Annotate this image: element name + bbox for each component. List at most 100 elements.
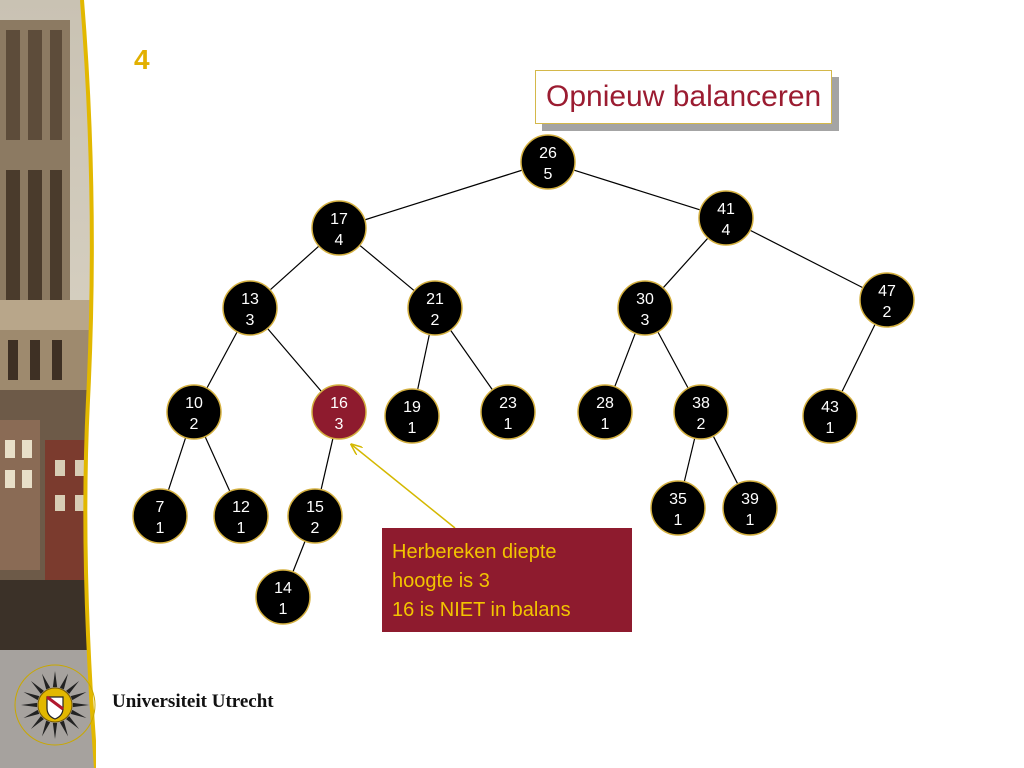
node-circle xyxy=(166,384,222,440)
node-key: 38 xyxy=(692,395,710,412)
node-key: 39 xyxy=(741,491,759,508)
tree-edge xyxy=(417,334,430,390)
tree-edge xyxy=(749,229,864,289)
node-circle xyxy=(407,280,463,336)
tree-edge xyxy=(841,323,876,393)
node-key: 21 xyxy=(426,291,444,308)
dom-tower-photo xyxy=(0,0,96,768)
tree-node-19: 191 xyxy=(384,388,440,444)
node-key: 35 xyxy=(669,491,687,508)
node-key: 10 xyxy=(185,395,203,412)
node-height: 4 xyxy=(722,222,731,239)
node-height: 1 xyxy=(504,416,513,433)
callout-box: Herbereken diepte hoogte is 3 16 is NIET… xyxy=(382,528,632,632)
callout-arrow xyxy=(352,445,456,529)
callout-line-1: Herbereken diepte xyxy=(392,541,557,563)
node-circle xyxy=(255,569,311,625)
node-key: 7 xyxy=(156,499,165,516)
node-key: 23 xyxy=(499,395,517,412)
tree-node-39: 391 xyxy=(722,480,778,536)
tree-edge xyxy=(320,438,334,490)
node-circle xyxy=(650,480,706,536)
node-circle xyxy=(384,388,440,444)
tree-node-41: 414 xyxy=(698,190,754,246)
node-height: 2 xyxy=(311,520,320,537)
node-key: 41 xyxy=(717,201,735,218)
node-circle xyxy=(802,388,858,444)
tree-node-38: 382 xyxy=(673,384,729,440)
tree-edge xyxy=(292,540,306,573)
callout-line-2: hoogte is 3 xyxy=(392,570,490,592)
node-key: 15 xyxy=(306,499,324,516)
tree-node-47: 472 xyxy=(859,272,915,328)
tree-edge xyxy=(614,332,636,388)
tree-node-14: 141 xyxy=(255,569,311,625)
tree-edge xyxy=(450,329,493,391)
node-height: 3 xyxy=(246,312,255,329)
tree-edge xyxy=(657,331,689,389)
node-height: 1 xyxy=(237,520,246,537)
callout-line-3: 16 is NIET in balans xyxy=(392,599,571,621)
node-height: 3 xyxy=(335,416,344,433)
tree-node-35: 351 xyxy=(650,480,706,536)
node-circle xyxy=(859,272,915,328)
tree-node-23: 231 xyxy=(480,384,536,440)
node-key: 14 xyxy=(274,580,292,597)
node-height: 4 xyxy=(335,232,344,249)
tree-node-13: 133 xyxy=(222,280,278,336)
node-height: 2 xyxy=(697,416,706,433)
node-circle xyxy=(480,384,536,440)
tree-edge xyxy=(712,435,739,485)
node-height: 1 xyxy=(408,420,417,437)
slide-title: Opnieuw balanceren xyxy=(535,70,833,124)
tree-nodes: 2651744141332123034721021631912312813824… xyxy=(132,134,915,625)
node-height: 1 xyxy=(826,420,835,437)
node-key: 19 xyxy=(403,399,421,416)
tree-edge xyxy=(359,244,415,292)
tree-node-12: 121 xyxy=(213,488,269,544)
node-height: 1 xyxy=(674,512,683,529)
tree-edge xyxy=(167,437,187,491)
node-height: 3 xyxy=(641,312,650,329)
node-key: 16 xyxy=(330,395,348,412)
tree-edge xyxy=(364,169,523,221)
node-height: 1 xyxy=(279,601,288,618)
university-seal-icon xyxy=(14,664,96,746)
node-circle xyxy=(213,488,269,544)
node-circle xyxy=(617,280,673,336)
node-key: 13 xyxy=(241,291,259,308)
node-height: 1 xyxy=(746,512,755,529)
node-circle xyxy=(698,190,754,246)
node-height: 2 xyxy=(431,312,440,329)
tree-edge xyxy=(204,436,231,492)
node-circle xyxy=(287,488,343,544)
node-key: 12 xyxy=(232,499,250,516)
node-key: 28 xyxy=(596,395,614,412)
tree-node-30: 303 xyxy=(617,280,673,336)
node-circle xyxy=(577,384,633,440)
tree-edges xyxy=(167,169,876,573)
node-circle xyxy=(132,488,188,544)
node-circle xyxy=(520,134,576,190)
node-circle xyxy=(222,280,278,336)
node-circle xyxy=(311,384,367,440)
node-key: 30 xyxy=(636,291,654,308)
tree-node-17: 174 xyxy=(311,200,367,256)
node-circle xyxy=(673,384,729,440)
node-circle xyxy=(311,200,367,256)
node-height: 5 xyxy=(544,166,553,183)
tree-node-16: 163 xyxy=(311,384,367,440)
tree-node-28: 281 xyxy=(577,384,633,440)
slide-number: 4 xyxy=(134,44,150,75)
tree-node-43: 431 xyxy=(802,388,858,444)
node-key: 47 xyxy=(878,283,896,300)
tree-edge xyxy=(662,237,709,289)
tree-node-15: 152 xyxy=(287,488,343,544)
node-height: 1 xyxy=(156,520,165,537)
node-height: 1 xyxy=(601,416,610,433)
university-name: Universiteit Utrecht xyxy=(112,691,274,712)
node-height: 2 xyxy=(190,416,199,433)
tree-node-10: 102 xyxy=(166,384,222,440)
tree-edge xyxy=(269,245,320,291)
